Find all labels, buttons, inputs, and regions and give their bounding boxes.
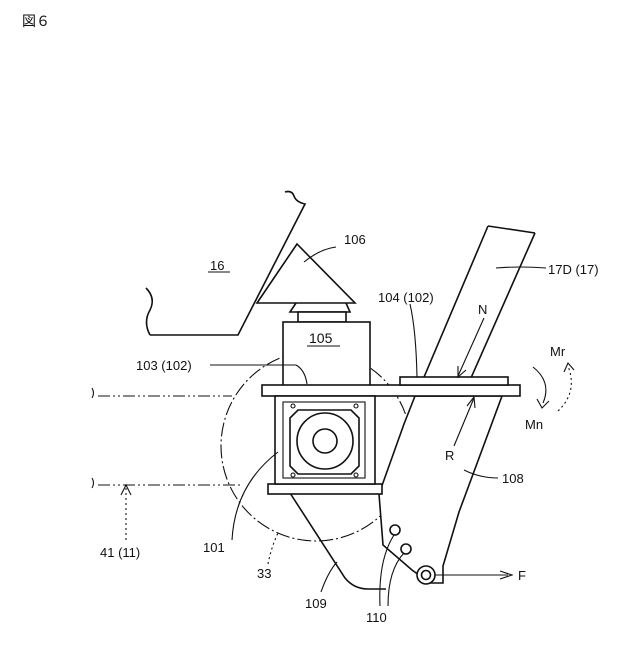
axis-line-lower (92, 478, 240, 488)
label-f: F (518, 568, 526, 583)
leader-109 (321, 562, 337, 592)
moment-mr-arc (558, 366, 571, 411)
moment-mn-arc (533, 367, 546, 403)
part-104-pad (400, 377, 508, 385)
part-109-outline (290, 493, 386, 589)
moment-mn-arrowhead (537, 399, 549, 408)
label-105: 105 (309, 330, 333, 346)
label-108: 108 (502, 471, 524, 486)
base-plate (262, 385, 520, 396)
leader-101 (232, 452, 278, 540)
moment-mr-arrowhead (564, 363, 574, 372)
label-103: 103 (102) (136, 358, 192, 373)
leader-17d (496, 267, 546, 268)
label-mn: Mn (525, 417, 543, 432)
label-101: 101 (203, 540, 225, 555)
axis-line-upper (92, 388, 232, 398)
label-17d: 17D (17) (548, 262, 599, 277)
figure-title: 図６ (22, 13, 50, 29)
label-r: R (445, 448, 454, 463)
hole-110-upper (390, 525, 400, 535)
part-106-neck (298, 312, 346, 322)
label-110: 110 (366, 610, 387, 625)
part-108-bracket (379, 396, 502, 583)
label-104: 104 (102) (378, 290, 434, 305)
leader-33 (268, 533, 278, 564)
leader-104 (410, 304, 417, 377)
part-106-wedge (257, 244, 355, 303)
hole-110-lower (401, 544, 411, 554)
label-mr: Mr (550, 344, 566, 359)
part-106-base (290, 303, 350, 312)
label-41: 41 (11) (100, 545, 140, 560)
lower-plate (268, 484, 382, 494)
part-17d-arm (416, 226, 535, 396)
label-16: 16 (210, 258, 224, 273)
label-n: N (478, 302, 487, 317)
pivot-pin-outer (417, 566, 435, 584)
label-106: 106 (344, 232, 366, 247)
part-16-outline (150, 192, 305, 336)
label-33: 33 (257, 566, 271, 581)
part-16-break (146, 288, 152, 335)
label-109: 109 (305, 596, 327, 611)
